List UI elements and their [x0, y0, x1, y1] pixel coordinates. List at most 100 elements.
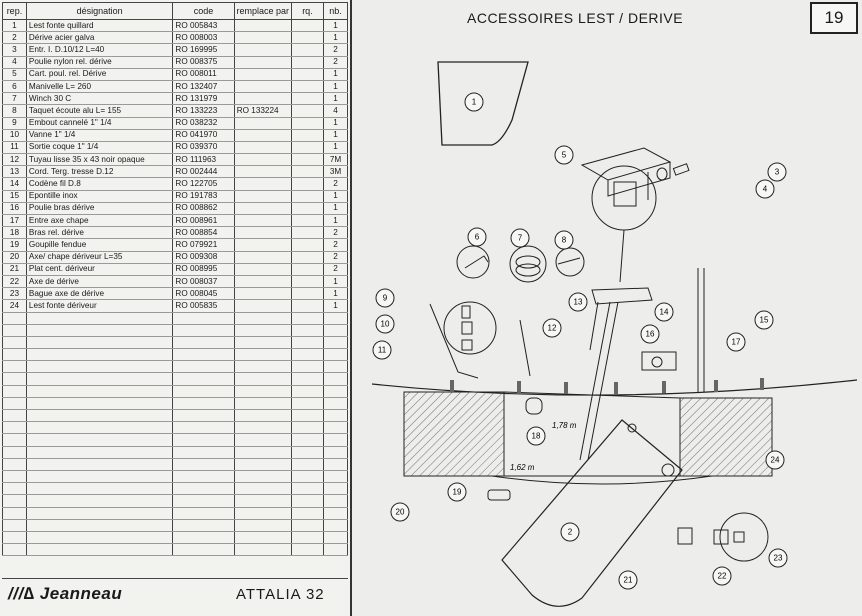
empty-table-row	[2, 421, 348, 435]
callout-6: 6	[467, 227, 487, 247]
callout-22: 22	[712, 566, 732, 586]
cell-designation: Manivelle L= 260	[25, 80, 174, 94]
cell-code: RO 005835	[172, 299, 235, 313]
cell-nb: 1	[323, 275, 348, 289]
cell-nb: 2	[323, 263, 348, 276]
cell-remplace	[233, 165, 292, 179]
cell-rep: 11	[2, 141, 27, 155]
callout-19: 19	[447, 482, 467, 502]
callout-13: 13	[568, 292, 588, 312]
callout-17: 17	[726, 332, 746, 352]
hull-line	[371, 379, 858, 396]
footer-divider	[2, 578, 348, 579]
cell-remplace	[233, 275, 292, 289]
cell-rep: 7	[2, 92, 27, 106]
callout-label: 11	[378, 346, 387, 355]
cell-nb: 2	[323, 177, 348, 191]
cell-designation: Entre axe chape	[25, 214, 174, 228]
cell-nb: 1	[323, 141, 348, 155]
cell-rep: 12	[2, 153, 27, 167]
callout-label: 10	[381, 320, 390, 329]
cell-remplace	[233, 287, 292, 301]
cell-nb: 1	[323, 117, 348, 130]
cell-remplace	[233, 238, 292, 252]
callout-label: 20	[396, 508, 405, 517]
callout-label: 8	[562, 236, 567, 245]
cell-rq	[290, 202, 325, 216]
empty-table-row	[2, 507, 348, 520]
cell-rq	[290, 80, 325, 94]
callout-label: 1	[472, 98, 477, 107]
cell-rep: 3	[2, 43, 27, 57]
model-name: ATTALIA 32	[236, 586, 325, 603]
cell-designation: Dérive acier galva	[25, 31, 174, 45]
empty-table-row	[2, 360, 348, 374]
cell-rep: 4	[2, 56, 27, 69]
callout-label: 19	[453, 488, 462, 497]
cell-rq	[290, 214, 325, 228]
callout-label: 7	[518, 234, 523, 243]
cell-code: RO 008854	[172, 226, 235, 240]
parts-table: rep. désignation code remplace par rq. n…	[2, 2, 348, 557]
cell-rq	[290, 141, 325, 155]
cell-designation: Codène fil D.8	[25, 177, 174, 191]
header-nb: nb.	[323, 2, 348, 20]
cell-designation: Axe de dérive	[25, 275, 174, 289]
callout-9: 9	[375, 288, 395, 308]
cell-code: RO 169995	[172, 43, 235, 57]
cell-designation: Plat cent. dériveur	[25, 263, 174, 276]
callout-10: 10	[375, 314, 395, 334]
cell-rep: 19	[2, 238, 27, 252]
callout-label: 17	[732, 338, 741, 347]
cell-remplace	[233, 43, 292, 57]
callout-1: 1	[464, 92, 484, 112]
callout-label: 12	[548, 324, 557, 333]
cell-code: RO 002444	[172, 165, 235, 179]
cell-rep: 8	[2, 104, 27, 118]
cell-nb: 1	[323, 214, 348, 228]
callout-label: 21	[624, 576, 633, 585]
cell-nb: 1	[323, 31, 348, 45]
cell-nb: 1	[323, 19, 348, 33]
callout-label: 4	[763, 185, 768, 194]
callout-label: 14	[660, 308, 669, 317]
cell-rq	[290, 19, 325, 33]
cell-remplace	[233, 263, 292, 276]
cell-designation: Tuyau lisse 35 x 43 noir opaque	[25, 153, 174, 167]
callout-15: 15	[754, 310, 774, 330]
brand-logo: ///∆ Jeanneau	[8, 584, 123, 603]
cell-rep: 22	[2, 275, 27, 289]
empty-table-row	[2, 312, 348, 325]
cell-remplace	[233, 80, 292, 94]
cell-designation: Vanne 1" 1/4	[25, 129, 174, 142]
parts-list-panel: rep. désignation code remplace par rq. n…	[0, 0, 352, 616]
header-rep: rep.	[2, 2, 27, 20]
cell-code: RO 191783	[172, 190, 235, 203]
drawing-panel: ACCESSOIRES LEST / DERIVE 19	[352, 0, 862, 616]
cell-rq	[290, 263, 325, 276]
cell-code: RO 008862	[172, 202, 235, 216]
cell-rep: 23	[2, 287, 27, 301]
callout-5: 5	[554, 145, 574, 165]
cell-nb: 1	[323, 202, 348, 216]
callout-2: 2	[560, 522, 580, 542]
cell-rep: 10	[2, 129, 27, 142]
callout-23: 23	[768, 548, 788, 568]
cell-rq	[290, 129, 325, 142]
callout-label: 2	[568, 528, 573, 537]
callout-12: 12	[542, 318, 562, 338]
dimension-label-1: 1,78 m	[552, 421, 577, 430]
cell-designation: Lest fonte quillard	[25, 19, 174, 33]
cell-rq	[290, 43, 325, 57]
cell-designation: Bague axe de dérive	[25, 287, 174, 301]
cell-designation: Axe/ chape dériveur L=35	[25, 251, 174, 264]
